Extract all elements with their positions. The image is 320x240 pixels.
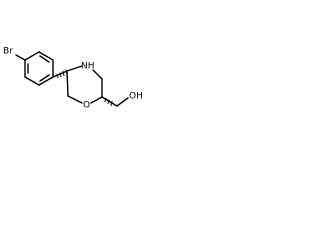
bond-n-c3: [92, 69, 103, 80]
ring-bond-3: [24, 76, 40, 86]
bond-c2-ch2: [101, 96, 118, 107]
hashed-wedge-c2-3: [110, 100, 113, 107]
bromine-label: Br: [3, 47, 13, 57]
ring-bond-4: [38, 76, 54, 86]
bond-c5-n: [66, 65, 83, 72]
hashed-wedge-c5-2: [59, 72, 62, 78]
morpholine-ring: NH O: [56, 62, 103, 111]
oxygen-label: O: [83, 101, 90, 111]
nh-label: NH: [81, 62, 95, 72]
hashed-wedge-c2-1: [104, 97, 107, 103]
bond-c2-o: [90, 96, 103, 104]
hashed-wedge-c2-2: [107, 99, 110, 105]
molecule-structure: Br NH O OH: [3, 47, 143, 111]
benzene-ring: [24, 51, 54, 86]
ring-inner-double-3: [39, 55, 50, 63]
ring-inner-double-2: [39, 74, 50, 82]
bond-c6-c5: [66, 70, 69, 97]
hashed-wedge-c5-3: [62, 70, 65, 77]
ring-bond-1: [24, 51, 40, 61]
hashed-wedge-c5-1: [56, 73, 59, 79]
bond-ch2-oh: [116, 97, 129, 107]
bond-o-c6: [67, 95, 83, 104]
hydroxyl-label: OH: [129, 92, 143, 102]
ring-bond-6: [38, 51, 54, 61]
bond-c-br: [15, 54, 26, 61]
